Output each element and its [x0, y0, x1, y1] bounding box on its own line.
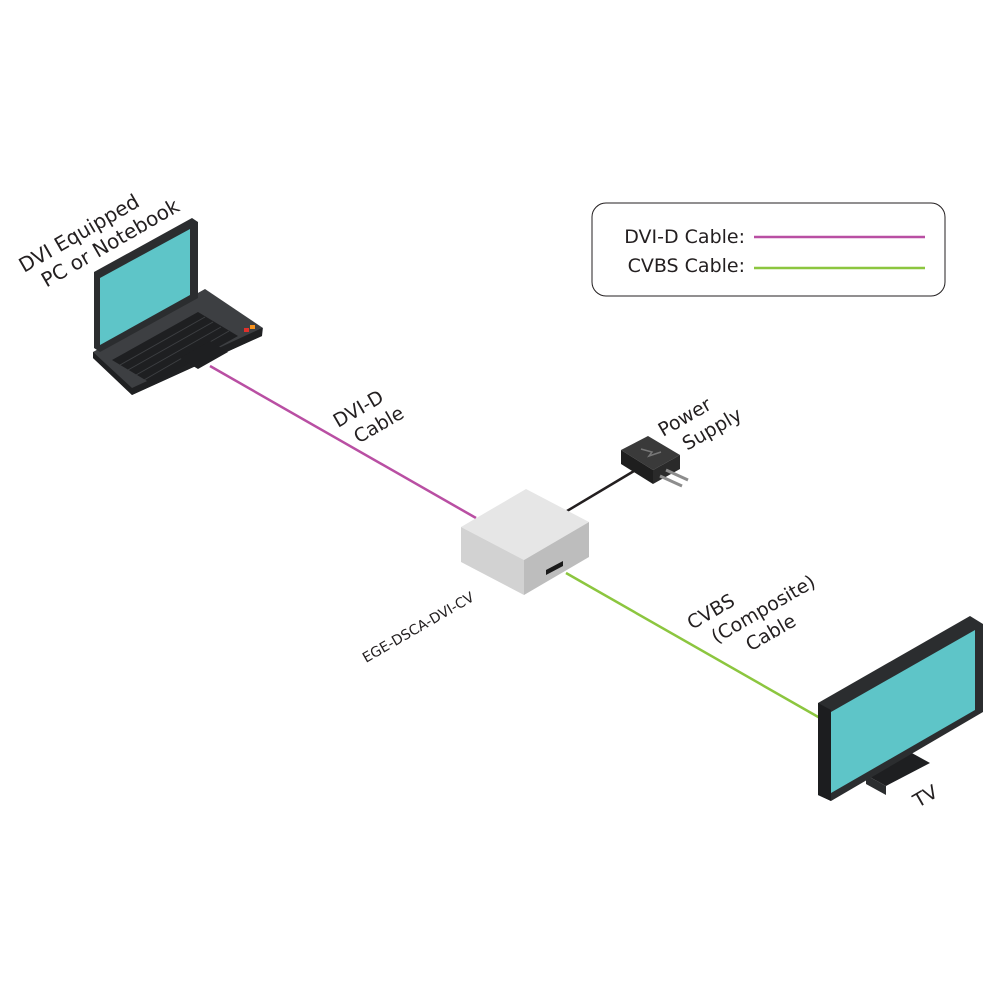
converter-box-icon	[461, 489, 589, 595]
power-supply-icon	[621, 436, 689, 488]
cvbs-cable-label: CVBS (Composite) Cable	[684, 571, 820, 656]
tv-icon	[818, 616, 983, 801]
legend-label-dvi: DVI-D Cable:	[624, 226, 745, 248]
converter-model-label: EGE-DSCA-DVI-CV	[360, 589, 477, 666]
tv-label: TV	[909, 781, 942, 813]
legend-label-cvbs: CVBS Cable:	[628, 255, 745, 277]
hdmi-port-icon	[546, 561, 563, 575]
converter-label: EGE-DSCA-DVI-CV	[360, 589, 477, 666]
cvbs-cable	[565, 571, 821, 720]
laptop-icon	[93, 218, 263, 395]
power-cable	[566, 469, 635, 513]
legend: DVI-D Cable: CVBS Cable:	[591, 202, 946, 297]
dvi-d-cable	[209, 364, 477, 520]
lightning-bolt-icon	[640, 448, 662, 458]
tv-label-text: TV	[909, 781, 942, 813]
